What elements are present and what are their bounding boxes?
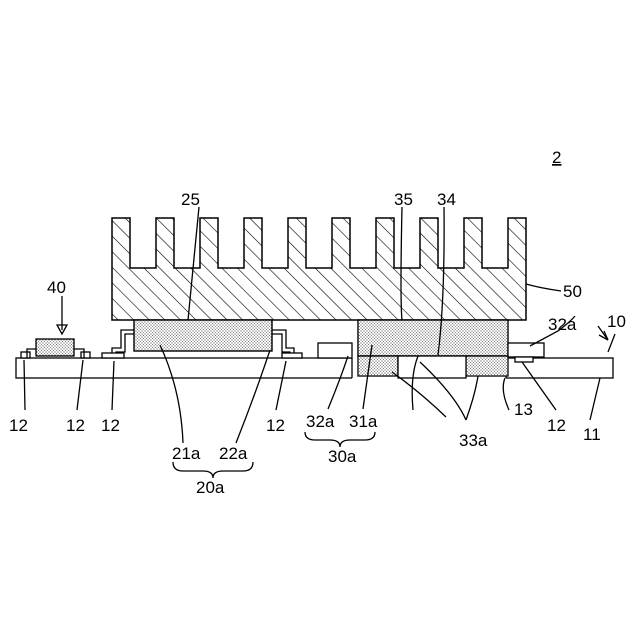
label-50: 50 [563, 282, 582, 301]
label-33a: 33a [459, 431, 488, 450]
label-10: 10 [607, 312, 626, 331]
label-21a: 21a [172, 444, 201, 463]
label-35: 35 [394, 190, 413, 209]
label-20a: 20a [196, 478, 225, 497]
label-32a-right: 32a [548, 315, 577, 334]
label-22a: 22a [219, 444, 248, 463]
label-12-e: 12 [547, 416, 566, 435]
label-13: 13 [514, 400, 533, 419]
label-11: 11 [583, 425, 601, 444]
figure-number: 2 [552, 148, 561, 167]
label-34: 34 [437, 190, 456, 209]
component-20a [102, 320, 302, 358]
label-30a: 30a [328, 447, 357, 466]
label-12-a: 12 [9, 416, 28, 435]
label-32a-left: 32a [306, 412, 335, 431]
label-40: 40 [47, 278, 66, 297]
label-31a: 31a [349, 412, 378, 431]
label-12-b: 12 [66, 416, 85, 435]
label-12-c: 12 [101, 416, 120, 435]
heatsink [112, 218, 526, 320]
component-40 [21, 339, 90, 358]
label-12-d: 12 [266, 416, 285, 435]
label-25: 25 [181, 190, 200, 209]
